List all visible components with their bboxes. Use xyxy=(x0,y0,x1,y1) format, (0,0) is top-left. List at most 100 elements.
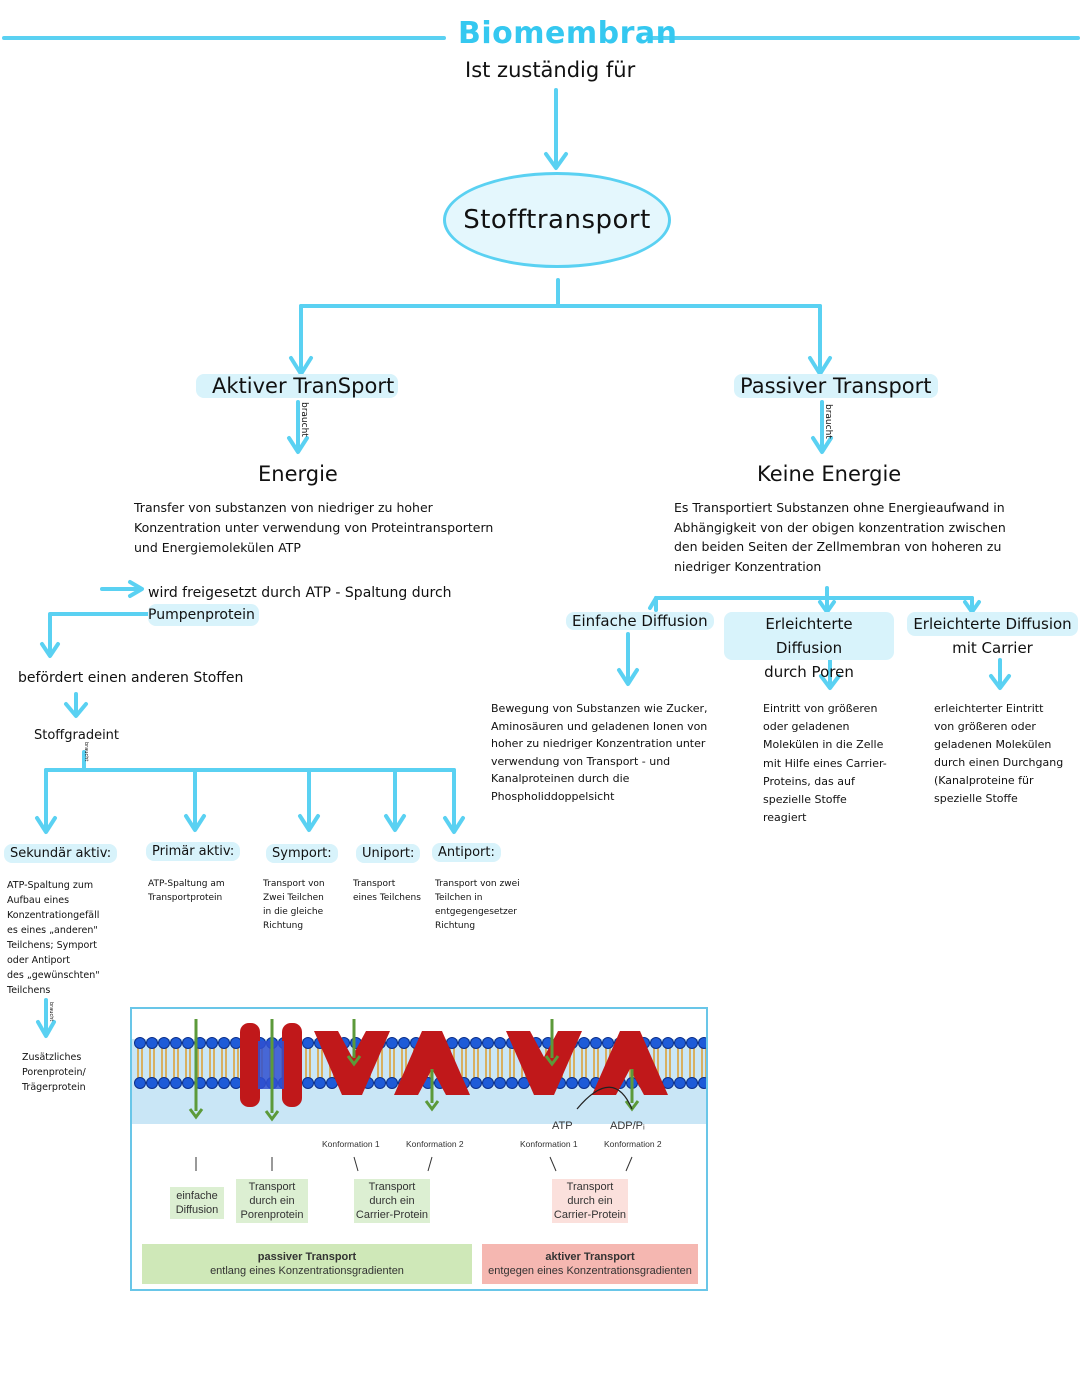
kind-text-line: Molekülen in die Zelle xyxy=(763,738,884,752)
konf1-active: Konformation 1 xyxy=(520,1139,578,1149)
carrier-protein xyxy=(592,1031,668,1095)
stofftransport-ellipse: Stofftransport xyxy=(443,172,671,268)
pore-protein xyxy=(282,1023,302,1107)
lipid-head xyxy=(458,1037,470,1049)
fig-label-line: einfache xyxy=(176,1190,218,1202)
lipid-head xyxy=(302,1077,314,1089)
lipid-head xyxy=(470,1037,482,1049)
conveys-label: befördert einen anderen Stoffen xyxy=(18,670,244,686)
active-heading: Aktiver TranSport xyxy=(196,374,399,398)
subtitle: Ist zuständig für xyxy=(465,58,636,82)
lipid-head xyxy=(170,1077,182,1089)
lipid-head xyxy=(158,1037,170,1049)
lipid-head xyxy=(662,1037,674,1049)
type-text-line: Aufbau eines xyxy=(7,895,70,906)
lipid-head xyxy=(230,1037,242,1049)
fig-label-line: Transport xyxy=(566,1181,614,1193)
lipid-head xyxy=(470,1077,482,1089)
lipid-head xyxy=(182,1037,194,1049)
konf2-active: Konformation 2 xyxy=(604,1139,662,1149)
lipid-head xyxy=(686,1077,698,1089)
kind-text-line: erleichterter Eintritt xyxy=(934,702,1044,715)
passive-energy: Keine Energie xyxy=(757,462,902,486)
type-text-line: Transportprotein xyxy=(148,893,223,903)
carrier-diffusion-text: erleichterter Eintritt von größeren oder… xyxy=(934,700,1063,808)
lipid-head xyxy=(314,1077,326,1089)
passive-box-text: entlang eines Konzentrationsgradienten xyxy=(210,1265,404,1277)
active-box-title: aktiver Transport xyxy=(545,1251,635,1263)
pore-transport-label: Transport durch ein Porenprotein xyxy=(236,1179,308,1223)
type-text-line: des „gewünschten" xyxy=(7,970,100,981)
fig-label-line: Transport xyxy=(368,1181,416,1193)
type-antiport-text: Transport von zwei Teilchen in entgegeng… xyxy=(435,877,520,933)
carrier-diffusion-title: Erleichterte Diffusion mit Carrier xyxy=(905,612,1080,660)
lipid-head xyxy=(302,1037,314,1049)
released-note: wird freigesetzt durch ATP - Spaltung du… xyxy=(148,582,452,626)
kind-text-line: spezielle Stoffe xyxy=(934,792,1018,805)
passive-description: Es Transportiert Substanzen ohne Energie… xyxy=(674,498,1074,576)
kind-text-line: durch einen Durchgang xyxy=(934,756,1064,769)
kind-text-line: mit Hilfe eines Carrier- xyxy=(763,756,887,770)
lipid-head xyxy=(398,1037,410,1049)
type-primary-label: Primär aktiv: xyxy=(146,842,241,861)
pore-title-line: durch Poren xyxy=(764,663,854,681)
lipid-head xyxy=(158,1077,170,1089)
type-text-line: Transport von zwei xyxy=(435,879,520,889)
type-text-line: Richtung xyxy=(263,921,304,931)
lipid-head xyxy=(146,1077,158,1089)
carrier-active-label: Transport durch ein Carrier-Protein xyxy=(552,1179,628,1223)
type-text-line: eines Teilchens xyxy=(353,893,421,903)
gradient-label: Stoffgradeint xyxy=(34,728,120,743)
type-text-line: Transport von xyxy=(263,879,325,889)
kind-text-line: oder geladenen xyxy=(763,720,850,734)
carrier-title-line: Erleichterte Diffusion xyxy=(907,612,1078,636)
released-line: Pumpenprotein xyxy=(148,604,259,626)
carrier-passive-label: Transport durch ein Carrier-Protein xyxy=(354,1179,430,1223)
pore-title-line: Erleichterte Diffusion xyxy=(724,612,894,660)
carrier-title-line: mit Carrier xyxy=(952,639,1033,657)
lipid-head xyxy=(206,1077,218,1089)
kind-text-line: reagiert xyxy=(763,811,807,825)
type-text-line: es eines „anderen" xyxy=(7,925,98,936)
lipid-head xyxy=(578,1077,590,1089)
extra-line: Zusätzliches xyxy=(22,1052,82,1063)
type-secondary-label: Sekundär aktiv: xyxy=(4,844,118,863)
label-pointer xyxy=(353,1156,359,1172)
adp-label: ADP/Pᵢ xyxy=(610,1120,645,1132)
lipid-head xyxy=(134,1037,146,1049)
lipid-head xyxy=(134,1077,146,1089)
lipid-head xyxy=(218,1077,230,1089)
kind-text-line: Bewegung von Substanzen wie Zucker, xyxy=(491,702,708,715)
active-energy: Energie xyxy=(258,462,338,486)
type-text-line: ATP-Spaltung zum xyxy=(7,880,94,891)
passive-transport-box: passiver Transport entlang eines Konzent… xyxy=(142,1244,472,1284)
active-description: Transfer von substanzen von niedriger zu… xyxy=(134,498,534,558)
lipid-head xyxy=(206,1037,218,1049)
passive-box-title: passiver Transport xyxy=(257,1251,357,1263)
transport-arrowhead xyxy=(188,1108,204,1120)
label-pointer xyxy=(625,1156,633,1172)
type-symport-text: Transport von Zwei Teilchen in die gleic… xyxy=(263,877,325,933)
membrane-figure: einfache Diffusion Transport durch ein P… xyxy=(130,1007,708,1291)
lipid-head xyxy=(230,1077,242,1089)
fig-label-line: durch ein xyxy=(567,1195,613,1207)
fig-label-line: Transport xyxy=(248,1181,296,1193)
lipid-head xyxy=(374,1077,386,1089)
atp-curve xyxy=(576,1086,633,1110)
active-desc-line: Konzentration unter verwendung von Prote… xyxy=(134,520,494,535)
type-uniport-text: Transport eines Teilchens xyxy=(353,877,421,905)
type-text-line: Teilchens; Symport xyxy=(7,940,97,951)
passive-desc-line: den beiden Seiten der Zellmembran von ho… xyxy=(674,539,1002,554)
type-text-line: Konzentrationgefäll xyxy=(7,910,100,921)
type-secondary-text: ATP-Spaltung zum Aufbau eines Konzentrat… xyxy=(7,878,117,998)
transport-arrowhead xyxy=(424,1100,440,1112)
kind-text-line: von größeren oder xyxy=(934,720,1036,733)
lipid-head xyxy=(650,1037,662,1049)
fig-label-line: Porenprotein xyxy=(240,1209,304,1221)
lipid-head xyxy=(386,1077,398,1089)
lipid-head xyxy=(674,1077,686,1089)
type-text-line: Richtung xyxy=(435,921,476,931)
carrier-protein xyxy=(394,1031,470,1095)
lipid-head xyxy=(590,1037,602,1049)
